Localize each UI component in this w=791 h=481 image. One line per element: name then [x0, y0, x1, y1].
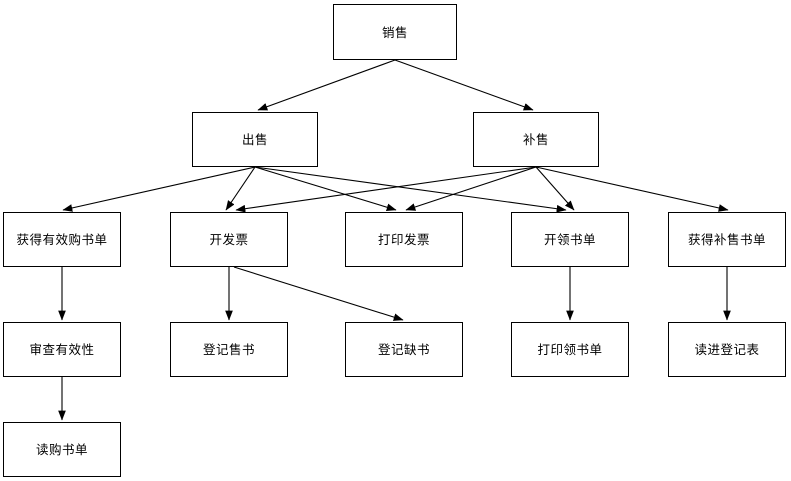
node-label: 获得有效购书单 [16, 232, 108, 247]
node-n12[interactable]: 打印领书单 [511, 322, 629, 377]
node-n4[interactable]: 获得有效购书单 [3, 212, 121, 267]
node-n3[interactable]: 补售 [473, 112, 599, 167]
node-n13[interactable]: 读进登记表 [668, 322, 786, 377]
edge-n5-to-n11 [233, 266, 404, 321]
edge-n3-to-n6 [405, 166, 537, 211]
node-label: 登记售书 [202, 342, 255, 357]
edge-n2-to-n5 [225, 166, 256, 211]
edge-n3-to-n8 [535, 166, 729, 212]
node-label: 读进登记表 [694, 342, 760, 357]
node-label: 开发票 [209, 232, 249, 247]
edge-n2-to-n6 [254, 166, 397, 211]
node-n7[interactable]: 开领书单 [511, 212, 629, 267]
node-n1[interactable]: 销售 [333, 4, 457, 60]
node-n9[interactable]: 审查有效性 [3, 322, 121, 377]
node-n8[interactable]: 获得补售书单 [668, 212, 786, 267]
node-label: 打印领书单 [537, 342, 603, 357]
node-label: 打印发票 [377, 232, 430, 247]
node-n5[interactable]: 开发票 [170, 212, 288, 267]
node-label: 销售 [381, 24, 408, 40]
node-label: 审查有效性 [29, 342, 95, 357]
edge-n2-to-n4 [62, 166, 256, 212]
node-label: 读购书单 [35, 442, 88, 457]
edge-n3-to-n5 [235, 166, 537, 213]
node-n2[interactable]: 出售 [192, 112, 318, 167]
node-n14[interactable]: 读购书单 [3, 422, 121, 477]
node-label: 开领书单 [543, 232, 596, 247]
node-label: 获得补售书单 [687, 232, 766, 247]
node-n11[interactable]: 登记缺书 [345, 322, 463, 377]
edge-n3-to-n7 [535, 166, 575, 211]
edge-n2-to-n7 [254, 166, 567, 213]
node-label: 登记缺书 [377, 342, 430, 357]
node-label: 补售 [522, 132, 549, 147]
edge-n1-to-n3 [394, 59, 534, 111]
node-label: 出售 [241, 132, 268, 147]
node-n10[interactable]: 登记售书 [170, 322, 288, 377]
edge-n1-to-n2 [257, 59, 396, 111]
node-n6[interactable]: 打印发票 [345, 212, 463, 267]
